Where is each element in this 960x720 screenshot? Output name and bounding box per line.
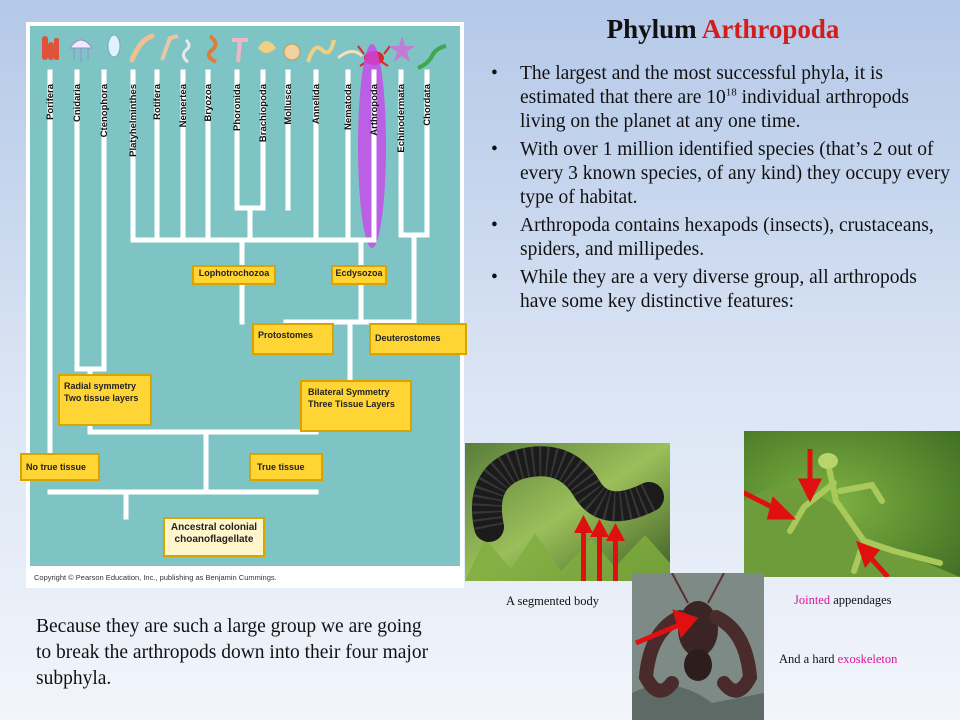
caption-jointed: Jointed appendages [794, 593, 892, 608]
taxon-labels: Porifera Cnidaria Ctenophora Platyhelminthe… [45, 83, 433, 157]
box-line: Bilateral Symmetry [308, 387, 390, 397]
lobster-photo [632, 573, 764, 720]
jellyfish-icon [69, 39, 93, 62]
box-line: Radial symmetry [64, 381, 137, 391]
lobster-icon [638, 573, 758, 698]
mantis-image [744, 431, 960, 577]
no-true-tissue-box: No true tissue [20, 453, 100, 481]
caption-highlight: exoskeleton [837, 652, 898, 666]
bullet-item: The largest and the most successful phyl… [485, 62, 955, 134]
taxon-label-nemertea: Nemertea [178, 83, 189, 127]
sponge-icon [42, 36, 59, 60]
bryozoan-icon [206, 34, 218, 64]
brachiopod-icon [258, 41, 276, 53]
lobster-image [632, 573, 764, 720]
caption-text: And a hard [779, 652, 838, 666]
millipede-image [465, 443, 670, 581]
millipede-photo [465, 443, 670, 581]
taxon-label-brachiopoda: Brachiopoda [258, 83, 269, 142]
taxon-label-platyhelminthes: Platyhelminthes [128, 84, 139, 157]
bullet-item: Arthropoda contains hexapods (insects), … [485, 214, 955, 262]
sea-star-icon [389, 36, 415, 62]
deuterostomes-box: Deuterostomes [369, 323, 467, 355]
phylogenetic-tree: Porifera Cnidaria Ctenophora Platyhelminthe… [20, 22, 467, 588]
nematode-icon [337, 50, 364, 60]
taxon-label-annelida: Annelida [311, 83, 322, 124]
rotifer-icon [160, 34, 179, 61]
taxon-label-cnidaria: Cnidaria [72, 83, 83, 122]
ecdysozoa-box: Ecdysozoa [331, 265, 387, 285]
box-line: choanoflagellate [174, 534, 254, 545]
taxon-label-chordata: Chordata [422, 83, 433, 125]
title-text: Phylum [606, 14, 702, 44]
copyright-note: Copyright © Pearson Education, Inc., pub… [34, 573, 277, 582]
bullet-list: The largest and the most successful phyl… [485, 62, 955, 318]
taxon-label-rotifera: Rotifera [152, 83, 163, 120]
true-tissue-box: True tissue [249, 453, 323, 481]
comb-jelly-icon [107, 34, 121, 58]
mantis-photo [744, 431, 960, 577]
taxon-label-nematoda: Nematoda [343, 83, 354, 130]
caption-segmented: A segmented body [506, 594, 600, 608]
flatworm-icon [129, 33, 155, 63]
organism-icons [42, 33, 447, 70]
phoronid-icon [232, 38, 248, 63]
taxon-label-phoronida: Phoronida [232, 83, 243, 131]
annelid-icon [306, 39, 336, 63]
mollusc-icon [283, 43, 301, 61]
protostomes-box: Protostomes [252, 323, 334, 355]
taxon-label-mollusca: Mollusca [283, 83, 294, 124]
lizard-icon [417, 44, 447, 70]
nemertean-icon [181, 38, 191, 64]
caption-text: appendages [830, 593, 892, 607]
arrow-group-icon [574, 515, 625, 581]
bullet-item: With over 1 million identified species (… [485, 138, 955, 210]
arrow-group-icon [744, 449, 890, 577]
bottom-note: Because they are such a large group we a… [36, 616, 429, 689]
bullet-text: individual arthropods living on the plan… [520, 87, 909, 132]
arrow-icon [635, 609, 699, 646]
tree-diagram: Porifera Cnidaria Ctenophora Platyhelminthe… [30, 26, 460, 566]
taxon-label-ctenophora: Ctenophora [99, 83, 110, 137]
caption-exoskeleton: And a hard exoskeleton [779, 652, 897, 667]
taxon-label-bryozoa: Bryozoa [203, 83, 214, 121]
box-line: Two tissue layers [64, 393, 139, 403]
taxon-label-echinodermata: Echinodermata [396, 83, 407, 152]
bullet-item: While they are a very diverse group, all… [485, 266, 955, 314]
exponent: 18 [725, 86, 737, 99]
title-highlight: Arthropoda [701, 14, 840, 44]
bullet-text: The largest and the most successful phyl… [520, 63, 884, 108]
slide-title: Phylum Arthropoda [480, 14, 960, 45]
box-line: Three Tissue Layers [308, 399, 395, 409]
lophotrochozoa-box: Lophotrochozoa [192, 265, 276, 285]
box-line: Ancestral colonial [170, 522, 258, 533]
caption-highlight: Jointed [794, 593, 831, 607]
taxon-label-arthropoda: Arthropoda [369, 83, 380, 135]
taxon-label-porifera: Porifera [45, 83, 56, 120]
